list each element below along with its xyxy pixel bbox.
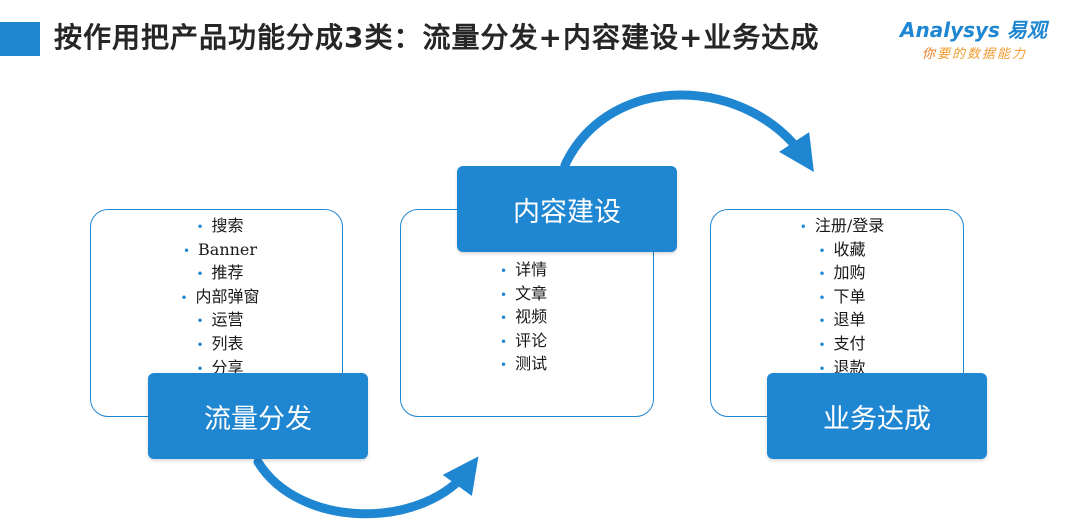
list-item: 退单 — [752, 309, 932, 333]
list-item: 详情 — [500, 259, 547, 283]
logo-wordmark: Analysys 易观 — [900, 14, 1070, 43]
list-item: 评论 — [500, 330, 547, 354]
list-item: 退款 — [752, 357, 932, 381]
curved-arrow-icon — [560, 90, 814, 173]
stage-box-traffic: 流量分发 — [148, 373, 368, 459]
logo-brand-en: Analysys — [900, 18, 1000, 42]
list-item: 列表 — [130, 333, 310, 357]
logo-slogan-lead: 你 — [922, 47, 938, 62]
logo-brand-cn: 易观 — [1006, 18, 1047, 42]
stage-items-business: 注册/登录 收藏 加购 下单 退单 支付 退款 — [752, 215, 932, 380]
list-item: 推荐 — [130, 262, 310, 286]
stage-box-business: 业务达成 — [767, 373, 987, 459]
title-accent-bar — [0, 22, 40, 56]
list-item: 加购 — [752, 262, 932, 286]
list-item: 内部弹窗 — [130, 286, 310, 310]
logo-slogan: 你要的数据能力 — [922, 43, 1070, 62]
list-item: 视频 — [500, 306, 547, 330]
curved-arrow-icon — [253, 456, 479, 519]
logo-slogan-rest: 要的数据能力 — [937, 47, 1028, 62]
list-item: 测试 — [500, 353, 547, 377]
list-item: 下单 — [752, 286, 932, 310]
brand-logo: Analysys 易观 你要的数据能力 — [900, 14, 1070, 70]
list-item: 支付 — [752, 333, 932, 357]
list-item: 注册/登录 — [752, 215, 932, 239]
stage-items-traffic: 搜索 Banner 推荐 内部弹窗 运营 列表 分享 — [130, 215, 310, 380]
list-item: Banner — [130, 239, 310, 263]
page-title: 按作用把产品功能分成3类：流量分发+内容建设+业务达成 — [54, 21, 820, 54]
list-item: 文章 — [500, 283, 547, 307]
stage-box-content: 内容建设 — [457, 166, 677, 252]
stage-items-content: 详情 文章 视频 评论 测试 — [500, 259, 547, 377]
list-item: 运营 — [130, 309, 310, 333]
list-item: 分享 — [130, 357, 310, 381]
list-item: 收藏 — [752, 239, 932, 263]
list-item: 搜索 — [130, 215, 310, 239]
